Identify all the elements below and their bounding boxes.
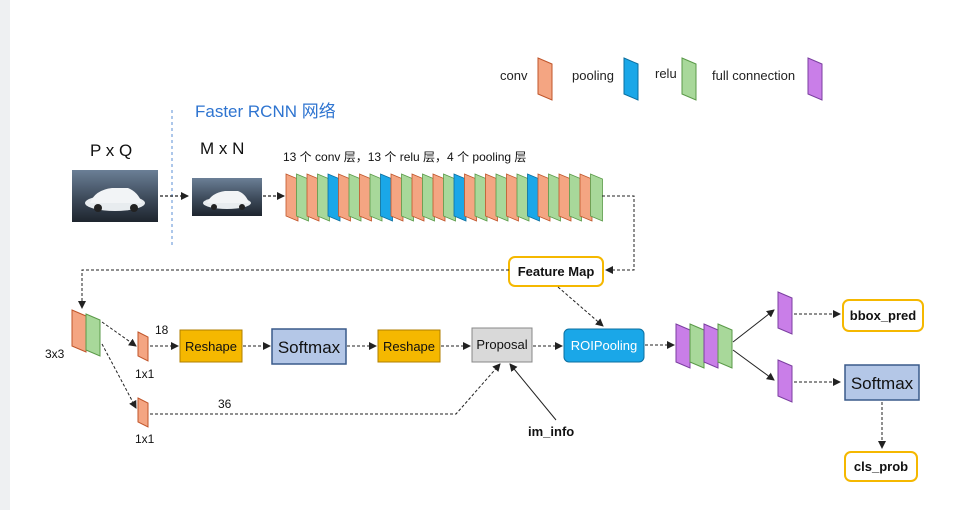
legend-pooling-label: pooling (572, 68, 614, 83)
backbone-relu-layer (422, 173, 435, 222)
legend-pooling-swatch (623, 57, 639, 101)
input-size-label: P x Q (90, 141, 132, 160)
reshape-2-label: Reshape (383, 339, 435, 354)
rpn-softmax-label: Softmax (278, 338, 341, 357)
bbox-pred-label: bbox_pred (850, 308, 917, 323)
rpn-channels-18: 18 (155, 323, 169, 337)
backbone-conv-layer (537, 173, 551, 222)
arrow-fc-to-cls-fc (732, 349, 775, 381)
backbone-pooling-layer (380, 173, 393, 222)
backbone-relu-layer (317, 173, 330, 222)
rpn-3x3-label: 3x3 (45, 347, 65, 361)
backbone-relu-layer (348, 173, 362, 222)
bbox-pred-box (842, 299, 924, 332)
backbone-conv-layer (506, 173, 519, 222)
resized-image (192, 178, 262, 216)
backbone-conv-layer (285, 173, 299, 222)
input-image (72, 170, 158, 222)
backbone-conv-layer (306, 173, 320, 222)
backbone-conv-layer (359, 173, 372, 222)
rpn-3x3-conv (71, 309, 101, 357)
arrow-feature-map-to-rpn (78, 269, 509, 309)
proposal-box (471, 327, 533, 363)
backbone-pooling-layer (453, 173, 467, 222)
backbone-relu-layer (296, 173, 309, 222)
backbone-conv-layer (464, 173, 477, 222)
bbox-fc-layer (777, 291, 793, 335)
cls-fc-layer (777, 359, 793, 403)
resized-size-label: M x N (200, 139, 244, 158)
arrow-backbone-to-feature-map (602, 195, 635, 274)
cls-softmax-box (844, 364, 920, 401)
backbone-pooling-layer (527, 173, 540, 222)
reshape-1-box (179, 329, 243, 363)
cls-prob-box (844, 451, 918, 482)
network-title: Faster RCNN 网络 (195, 102, 336, 121)
backbone-relu-layer (516, 173, 530, 222)
legend-conv-label: conv (500, 68, 528, 83)
cls-softmax-label: Softmax (851, 374, 914, 393)
legend-relu-swatch (681, 57, 697, 101)
reshape-1-label: Reshape (185, 339, 237, 354)
rpn-1x1-bbox-label: 1x1 (135, 432, 155, 446)
feature-map-label: Feature Map (518, 264, 595, 279)
backbone-conv-layer (579, 173, 593, 222)
rpn-1x1-bbox-conv (137, 397, 149, 428)
backbone-relu-layer (369, 173, 383, 222)
backbone-layers (285, 173, 603, 222)
fc-layers (675, 323, 733, 369)
backbone-conv-layer (485, 173, 498, 222)
arrow-1x1-bbox-to-proposal (150, 363, 501, 415)
backbone-conv-layer (338, 173, 351, 222)
backbone-conv-layer (411, 173, 425, 222)
roi-pooling-label: ROIPooling (571, 338, 637, 353)
roi-pooling-box (563, 328, 645, 363)
arrow-3x3-to-1x1-top (101, 321, 137, 347)
proposal-label: Proposal (476, 337, 527, 352)
reshape-2-box (377, 329, 441, 363)
feature-map-box (508, 256, 604, 287)
backbone-relu-layer (569, 173, 582, 222)
backbone-conv-layer (432, 173, 446, 222)
arrow-im-info-to-proposal (509, 363, 557, 421)
backbone-relu-layer (548, 173, 561, 222)
legend: conv pooling relu full connection (500, 57, 823, 101)
legend-relu-label: relu (655, 66, 677, 81)
arrow-3x3-to-1x1-bottom (101, 343, 137, 409)
backbone-relu-layer (443, 173, 456, 222)
backbone-relu-layer (590, 173, 603, 222)
rpn-channels-36: 36 (218, 397, 232, 411)
im-info-label: im_info (528, 424, 574, 439)
legend-fc-swatch (807, 57, 823, 101)
backbone-relu-layer (495, 173, 509, 222)
left-margin-shade (0, 0, 10, 510)
cls-prob-label: cls_prob (854, 459, 908, 474)
backbone-conv-layer (390, 173, 404, 222)
backbone-relu-layer (474, 173, 488, 222)
backbone-pooling-layer (327, 173, 341, 222)
backbone-conv-layer (558, 173, 572, 222)
arrow-feature-map-to-roi (557, 286, 604, 327)
rpn-1x1-cls-conv (137, 331, 149, 362)
rpn-softmax-box (271, 328, 347, 365)
backbone-relu-layer (401, 173, 414, 222)
rpn-1x1-cls-label: 1x1 (135, 367, 155, 381)
legend-conv-swatch (537, 57, 553, 101)
legend-fc-label: full connection (712, 68, 795, 83)
backbone-caption: 13 个 conv 层，13 个 relu 层，4 个 pooling 层 (283, 150, 526, 164)
arrow-fc-to-bbox-fc (732, 309, 775, 343)
